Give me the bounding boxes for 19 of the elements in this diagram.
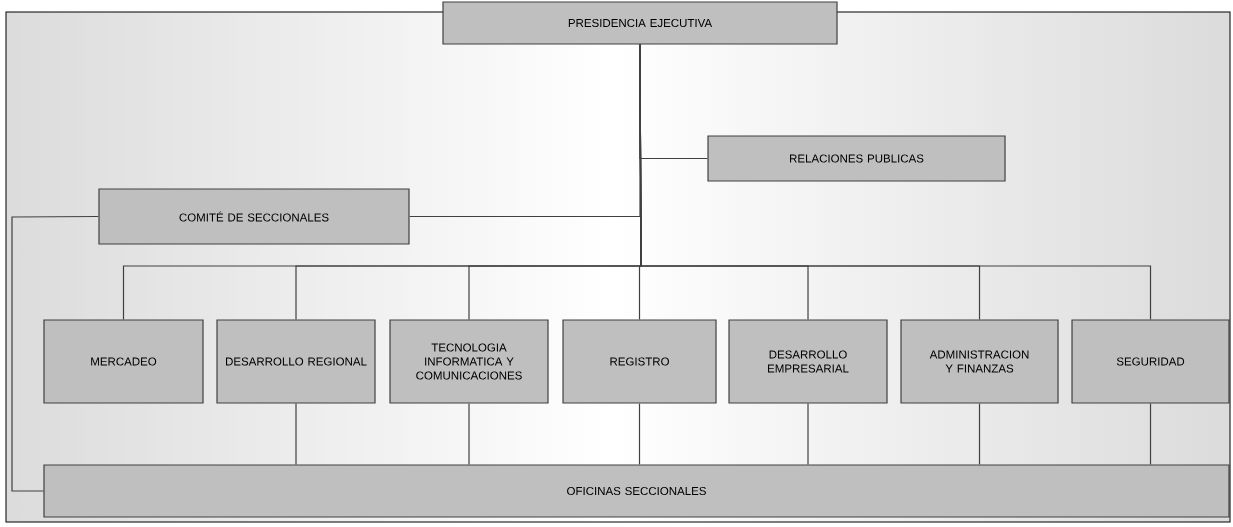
unit-box: TECNOLOGIA INFORMATICA Y COMUNICACIONES <box>389 319 549 404</box>
unit-box: COMITÉ DE SECCIONALES <box>98 188 410 245</box>
connector-line <box>1149 403 1152 465</box>
connector-line <box>638 403 641 465</box>
unit-box: OFICINAS SECCIONALES <box>43 464 1230 518</box>
connector-line <box>639 44 1152 320</box>
connector-line <box>11 215 99 492</box>
connector-line <box>807 403 809 465</box>
unit-box: PRESIDENCIA EJECUTIVA <box>442 1 838 45</box>
connector-line <box>468 403 470 465</box>
unit-box: MERCADEO <box>43 319 204 404</box>
unit-box: REGISTRO <box>562 319 717 404</box>
connector-line <box>978 403 981 465</box>
unit-box: RELACIONES PUBLICAS <box>707 135 1006 182</box>
unit-box: SEGURIDAD <box>1071 319 1230 404</box>
connector-line <box>295 403 297 465</box>
unit-box: ADMINISTRACION Y FINANZAS <box>900 319 1059 404</box>
unit-box: DESARROLLO REGIONAL <box>216 319 376 404</box>
unit-box: DESARROLLO EMPRESARIAL <box>728 319 888 404</box>
